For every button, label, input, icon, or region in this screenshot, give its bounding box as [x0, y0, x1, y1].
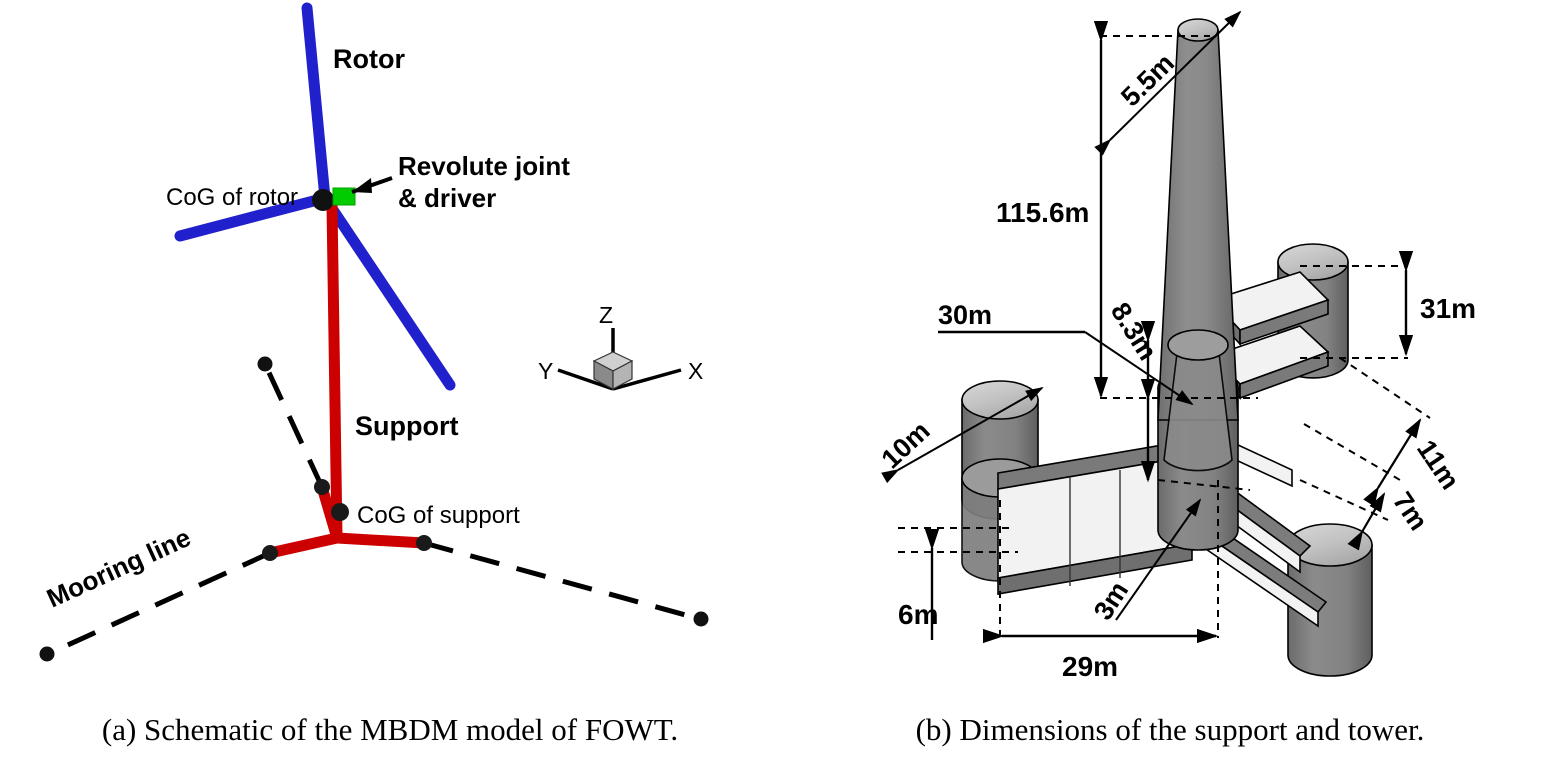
dimension-pontoon-height: 6m	[898, 527, 1018, 640]
mooring-anchor-nodes-group	[39, 356, 709, 662]
support-nodes-group	[262, 479, 432, 561]
dimension-column-center-distance: 29m	[982, 480, 1219, 682]
dimension-value-7m: 7m	[1387, 487, 1434, 536]
support-node-left	[262, 545, 278, 561]
dimension-value-31m: 31m	[1420, 293, 1476, 324]
axis-label-z: Z	[599, 302, 613, 328]
support-label: Support	[355, 411, 458, 441]
dimension-tower-height: 115.6m	[996, 20, 1210, 399]
rotor-blade-lower-right	[319, 192, 456, 391]
panel-a-schematic: Rotor Support CoG of rotor CoG of suppor…	[0, 0, 780, 690]
support-node-back	[314, 479, 330, 495]
dimension-value-11m: 11m	[1411, 435, 1465, 495]
anchor-node-back	[257, 356, 273, 372]
revolute-joint-pointer-group	[351, 176, 393, 194]
support-node-right	[416, 535, 432, 551]
support-and-tower-geometry	[961, 18, 1373, 677]
support-tower-column	[326, 199, 343, 544]
dimension-upper-brace-offset: 11m	[1303, 357, 1465, 507]
revolute-joint-marker	[332, 187, 356, 206]
dimension-value-29m: 29m	[1062, 651, 1118, 682]
revolute-joint-pointer-arrowhead	[352, 178, 372, 193]
axis-label-y: Y	[538, 358, 553, 384]
dimension-value-115-6m: 115.6m	[996, 197, 1089, 228]
rotor-label: Rotor	[333, 44, 405, 74]
support-members-group	[264, 199, 430, 559]
rotor-blade-up	[301, 2, 331, 204]
support-arm-back	[316, 481, 343, 544]
dimension-value-3m: 3m	[1088, 576, 1134, 625]
mooring-line-right	[423, 540, 701, 622]
rotor-blade-lower-left	[174, 192, 331, 242]
dimension-value-30m: 30m	[938, 300, 992, 330]
mooring-line-back	[262, 362, 325, 489]
cog-support-marker	[331, 503, 349, 521]
rotor-hub-group	[312, 187, 356, 211]
panel-b-svg: 5.5m 115.6m 30m 8.3m	[876, 10, 1476, 682]
revolute-joint-label-line1: Revolute joint	[398, 151, 570, 181]
panel-b-dimensions: 5.5m 115.6m 30m 8.3m	[780, 0, 1560, 690]
revolute-joint-label-line2: & driver	[398, 183, 496, 213]
mooring-line-left	[46, 550, 272, 657]
axis-line-x	[612, 368, 682, 391]
coordinate-axes-triad: Z X Y	[538, 302, 703, 391]
caption-panel-b: (b) Dimensions of the support and tower.	[915, 712, 1425, 747]
dimension-pontoon-span: 30m	[938, 300, 1194, 406]
anchor-node-left	[39, 646, 55, 662]
tower-column	[1157, 18, 1239, 472]
cog-of-rotor-label: CoG of rotor	[166, 184, 298, 211]
axis-cube-right-face	[612, 360, 633, 390]
cog-rotor-marker	[312, 189, 334, 211]
caption-panel-a: (a) Schematic of the MBDM model of FOWT.	[101, 712, 679, 747]
cog-of-support-label: CoG of support	[357, 502, 520, 529]
dimension-value-6m: 6m	[898, 599, 938, 630]
mooring-lines-group	[46, 362, 701, 657]
axis-line-y	[557, 368, 614, 391]
rotor-blades-group	[174, 2, 456, 391]
axis-label-x: X	[688, 358, 703, 384]
anchor-node-right	[693, 611, 709, 627]
dimension-outer-column-height: 31m	[1300, 250, 1476, 359]
support-arm-left	[264, 532, 343, 559]
panel-a-svg: Rotor Support CoG of rotor CoG of suppor…	[39, 2, 709, 662]
support-arm-right	[331, 532, 430, 549]
dimension-value-8-3m: 8.3m	[1105, 297, 1163, 365]
